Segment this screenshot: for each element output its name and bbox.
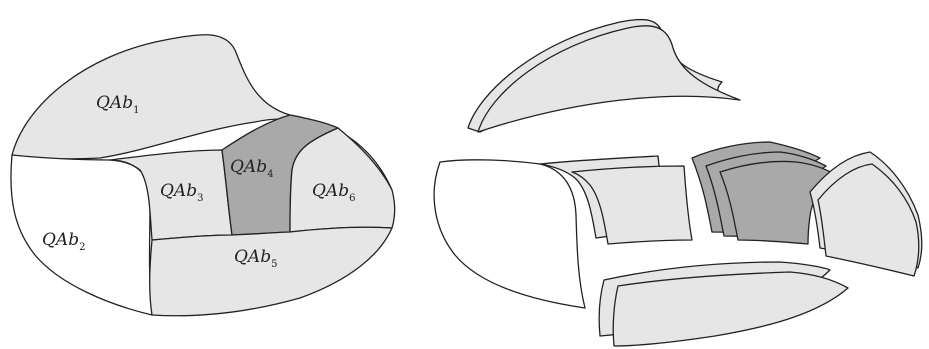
exploded-patch-4-front — [719, 160, 839, 245]
label-qab-2: QAb2 — [42, 230, 85, 253]
exploded-patch-1-front — [477, 25, 741, 133]
patch-5 — [149, 226, 393, 317]
label-qab-1: QAb1 — [96, 93, 139, 116]
label-qab-4: QAb4 — [230, 157, 273, 180]
label-qab-5: QAb5 — [234, 247, 277, 270]
patch-1 — [11, 34, 393, 191]
exploded-patch-6-front — [817, 163, 920, 277]
exploded-patch-5-front — [612, 271, 849, 347]
patch-2 — [10, 154, 153, 316]
exploded-patch-3-front — [571, 165, 693, 245]
exploded-surface — [433, 18, 923, 347]
label-qab-6: QAb6 — [312, 181, 355, 204]
assembled-surface: QAb1 QAb2 QAb3 QAb4 QAb5 QAb6 — [10, 34, 396, 317]
label-qab-3: QAb3 — [160, 181, 203, 204]
exploded-patch-2 — [433, 159, 586, 309]
